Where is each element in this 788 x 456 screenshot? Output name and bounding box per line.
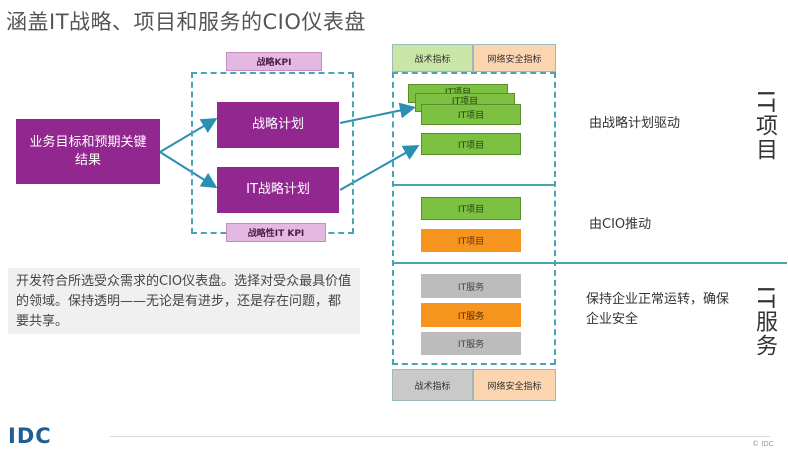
goal-box: 业务目标和预期关键结果	[16, 119, 160, 184]
idc-logo-text: IDC	[8, 424, 52, 448]
it-services-vertical-label: IT服务	[752, 286, 777, 358]
bottom-tab-security: 网络安全指标	[473, 369, 556, 401]
cio-project-bar-1: IT项目	[421, 197, 521, 220]
strategic-it-kpi-label: 战略性IT KPI	[226, 223, 326, 242]
page-title: 涵盖IT战略、项目和服务的CIO仪表盘	[6, 10, 366, 34]
project-bar-stack-3: IT项目	[421, 104, 521, 125]
copyright-text: © IDC	[752, 440, 774, 448]
keep-running-text: 保持企业正常运转，确保企业安全	[586, 292, 730, 327]
strategy-plan-box: 战略计划	[217, 102, 339, 148]
service-bar-3: IT服务	[421, 332, 521, 355]
it-projects-vertical-label: IT项目	[752, 90, 777, 162]
idc-logo: IDC	[8, 424, 52, 448]
arrow-goal-to-strategy	[159, 117, 218, 153]
it-strategy-plan-box: IT战略计划	[217, 167, 339, 213]
section-divider-1	[392, 184, 556, 186]
top-tab-tactical: 战术指标	[392, 44, 473, 72]
guidance-note: 开发符合所选受众需求的CIO仪表盘。选择对受众最具价值的领域。保持透明——无论是…	[8, 268, 360, 334]
top-tab-security: 网络安全指标	[473, 44, 556, 72]
footer-divider	[110, 436, 770, 437]
service-bar-2: IT服务	[421, 303, 521, 327]
driven-by-strategy-text: 由战略计划驱动	[589, 116, 681, 131]
bottom-tab-tactical: 战术指标	[392, 369, 473, 401]
section-divider-2	[392, 262, 787, 264]
dashboard-panel	[392, 72, 556, 365]
service-bar-1: IT服务	[421, 274, 521, 298]
cio-project-bar-2: IT项目	[421, 229, 521, 252]
project-bar-4: IT项目	[421, 133, 521, 155]
driven-by-cio-text: 由CIO推动	[589, 217, 652, 232]
strategy-kpi-label: 战略KPI	[226, 52, 322, 71]
arrow-goal-to-it-strategy	[159, 151, 218, 189]
